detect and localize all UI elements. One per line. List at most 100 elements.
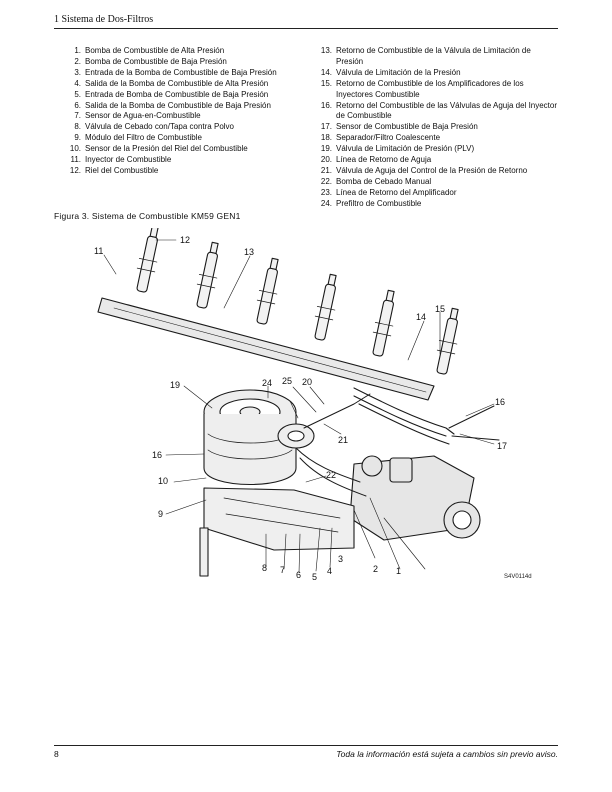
legend-number: 23. [320,187,332,197]
callout-5: 5 [312,572,317,582]
legend-text: Prefiltro de Combustible [336,198,422,208]
callout-3: 3 [338,554,343,564]
legend-number: 4. [74,78,81,88]
legend-number: 3. [74,67,81,77]
high-pressure-pump [349,455,481,541]
legend-number: 20. [320,155,332,165]
callout-24: 25 [282,376,292,386]
legend-item: 19. Válvula de Limitación de Presión (PLV… [309,144,559,155]
supply-lines [295,393,371,497]
legend-item: 18. Separador/Filtro Coalescente [309,133,559,144]
header-title: 1 Sistema de Dos-Filtros [54,14,154,25]
injector [256,257,279,325]
callout-9: 9 [158,509,163,519]
legend-text: Retorno de Combustible de la Válvula de … [336,46,531,66]
legend-text: Entrada de Bomba de Combustible de Baja … [85,89,269,99]
callout-8: 8 [262,563,267,573]
legend-item: 6.Salida de la Bomba de Combustible de B… [58,101,308,112]
legend-item: 5.Entrada de Bomba de Combustible de Baj… [58,90,308,101]
legend-text: Línea de Retorno del Amplificador [336,187,457,197]
callout-7: 7 [280,565,285,575]
legend-item: 17. Sensor de Combustible de Baja Presión [309,122,559,133]
legend-text: Válvula de Limitación de Presión (PLV) [336,144,475,154]
legend-number: 24. [320,198,332,208]
legend-number: 1. [74,46,81,55]
legend-item: 24. Prefiltro de Combustible [309,199,559,210]
legend-number: 18. [320,133,332,143]
injector [372,289,395,357]
legend-number: 10. [69,144,81,154]
callout-16b: 16 [152,450,162,460]
legend-number: 17. [320,122,332,132]
callout-1: 1 [396,566,401,576]
callout-16: 16 [495,397,505,407]
legend-text: Salida de la Bomba de Combustible de Alt… [85,78,269,88]
legend-number: 2. [74,56,81,66]
callout-4: 4 [327,566,332,576]
callout-23: 24 [262,378,272,388]
fuel-system-illustration: 11 12 13 14 15 16 17 19 24 25 20 21 16 1… [94,228,532,582]
legend-number: 16. [320,100,332,110]
legend-number: 22. [320,176,332,186]
callout-2: 2 [373,564,378,574]
legend-number: 11. [70,155,81,165]
callout-15: 15 [435,304,445,314]
legend-text: Bomba de Combustible de Baja Presión [85,56,227,66]
legend-text: Sensor de Agua-en-Combustible [85,111,201,121]
callout-10: 10 [158,476,168,486]
callout-13: 13 [244,247,254,257]
callout-14: 14 [416,312,426,322]
legend-left-column: 1. Bomba de Combustible de Alta Presión 2… [58,46,308,177]
callout-19: 19 [170,380,180,390]
running-header: 1 Sistema de Dos-Filtros [54,14,558,29]
legend-item: 15.Retorno de Combustible de los Amplifi… [309,79,559,101]
injector [436,307,459,375]
legend-item: 4. Salida de la Bomba de Combustible de A… [58,79,308,90]
legend-text: Sensor de la Presión del Riel del Combus… [85,144,248,154]
legend-text: Bomba de Combustible de Alta Presión [85,46,225,55]
injector-group [136,228,459,375]
legend-item: 13. Retorno de Combustible de la Válvula … [309,46,559,68]
page-number: 8 [54,749,59,759]
legend-number: 8. [74,122,81,132]
legend-number: 19. [320,144,332,154]
legend-right-column: 13. Retorno de Combustible de la Válvula … [309,46,559,210]
legend-item: 3.Entrada de la Bomba de Combustible de … [58,68,308,79]
legend-text: Válvula de Cebado con/Tapa contra Polvo [85,122,234,132]
return-lines [353,387,455,445]
legend-item: 14.Válvula de Limitación de la Presión [309,68,559,79]
disclaimer-note: Toda la información está sujeta a cambio… [336,749,558,759]
legend-number: 13. [320,46,332,55]
legend-text: Salida de la Bomba de Combustible de Baj… [85,100,271,110]
legend-text: Sensor de Combustible de Baja Presión [336,122,478,132]
legend-text: Retorno de Combustible de los Amplificad… [336,78,524,99]
legend-item: 22.Bomba de Cebado Manual [309,177,559,188]
callout-20: 20 [302,377,312,387]
legend-number: 7. [74,111,81,121]
legend-item: 11. Inyector de Combustible [58,155,308,166]
callout-11: 11 [94,246,103,256]
legend-text: Inyector de Combustible [85,155,172,165]
injector [136,228,159,293]
legend-number: 21. [320,165,332,175]
pump-bracket [199,487,355,577]
figure-caption: Figura 3. Sistema de Combustible KM59 GE… [54,211,241,221]
legend-text: Retorno del Combustible de las Válvulas … [336,100,558,121]
legend-item: 23. Línea de Retorno del Amplificador [309,188,559,199]
legend-number: 12. [69,165,81,175]
legend-number: 9. [74,133,81,143]
page-footer: 8 Toda la información está sujeta a camb… [54,745,558,759]
injector [314,273,337,341]
legend-text: Línea de Retorno de Aguja [336,155,432,165]
legend-item: 10. Sensor de la Presión del Riel del Com… [58,144,308,155]
callout-labels: 11 12 13 14 15 16 17 19 24 25 20 21 16 1… [94,235,532,582]
callout-12: 12 [180,235,190,245]
callout-22: 22 [326,470,336,480]
legend-text: Módulo del Filtro de Combustible [85,133,202,143]
legend-text: Separador/Filtro Coalescente [336,133,441,143]
legend-item: 2. Bomba de Combustible de Baja Presión [58,57,308,68]
legend-text: Riel del Combustible [85,165,159,175]
injector [196,241,219,309]
legend-item: 9. Módulo del Filtro de Combustible [58,133,308,144]
legend-number: 14. [320,67,332,77]
